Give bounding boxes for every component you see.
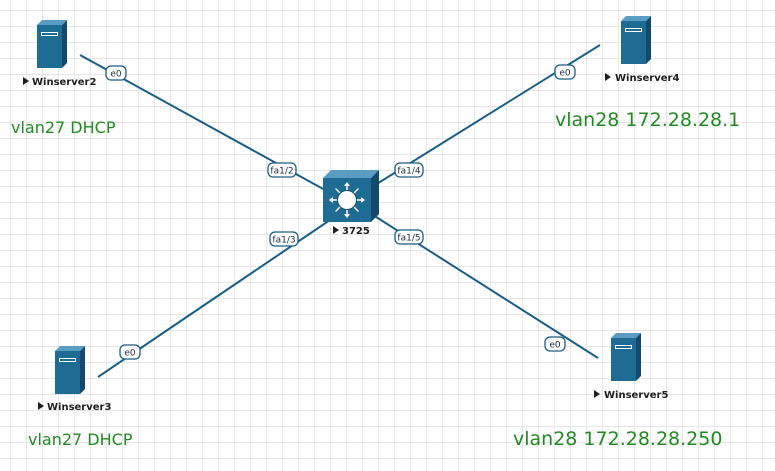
play-icon	[38, 402, 44, 410]
play-icon	[333, 226, 339, 234]
svg-text:e0: e0	[124, 349, 136, 359]
play-icon	[594, 390, 600, 398]
play-icon	[605, 73, 611, 81]
note-winserver5: vlan28 172.28.28.250	[513, 428, 723, 450]
svg-text:fa1/3: fa1/3	[272, 236, 295, 246]
server-icon	[55, 346, 85, 394]
node-winserver2[interactable]: Winserver2	[23, 20, 96, 88]
svg-text:fa1/5: fa1/5	[397, 234, 420, 244]
svg-text:e0: e0	[549, 341, 561, 351]
port-label-switch-fa1-5: fa1/5	[394, 229, 424, 245]
svg-text:e0: e0	[559, 69, 571, 79]
port-label-winserver4-e0: e0	[554, 64, 576, 80]
svg-text:fa1/2: fa1/2	[270, 167, 293, 177]
play-icon	[23, 77, 29, 85]
server-icon	[621, 16, 651, 64]
node-winserver3[interactable]: Winserver3	[38, 346, 111, 413]
svg-text:Winserver2: Winserver2	[32, 77, 96, 88]
svg-text:Winserver5: Winserver5	[604, 390, 668, 401]
port-label-winserver2-e0: e0	[105, 65, 127, 81]
svg-text:fa1/4: fa1/4	[397, 167, 420, 177]
svg-text:Winserver3: Winserver3	[47, 402, 111, 413]
node-switch-3725[interactable]: 3725	[323, 170, 379, 237]
svg-text:Winserver4: Winserver4	[615, 73, 679, 84]
port-label-switch-fa1-4: fa1/4	[394, 162, 424, 178]
port-label-winserver3-e0: e0	[119, 344, 141, 360]
port-label-winserver5-e0: e0	[544, 336, 566, 352]
server-icon	[611, 333, 641, 381]
port-label-switch-fa1-2: fa1/2	[267, 162, 297, 178]
svg-text:e0: e0	[110, 70, 122, 80]
server-icon	[37, 20, 67, 68]
node-winserver5[interactable]: Winserver5	[594, 333, 668, 401]
note-winserver3: vlan27 DHCP	[28, 430, 133, 449]
note-winserver2: vlan27 DHCP	[11, 118, 116, 137]
multilayer-switch-icon	[323, 170, 379, 222]
port-label-switch-fa1-3: fa1/3	[269, 231, 299, 247]
note-winserver4: vlan28 172.28.28.1	[555, 109, 741, 131]
node-winserver4[interactable]: Winserver4	[605, 16, 679, 84]
svg-text:3725: 3725	[342, 226, 370, 237]
